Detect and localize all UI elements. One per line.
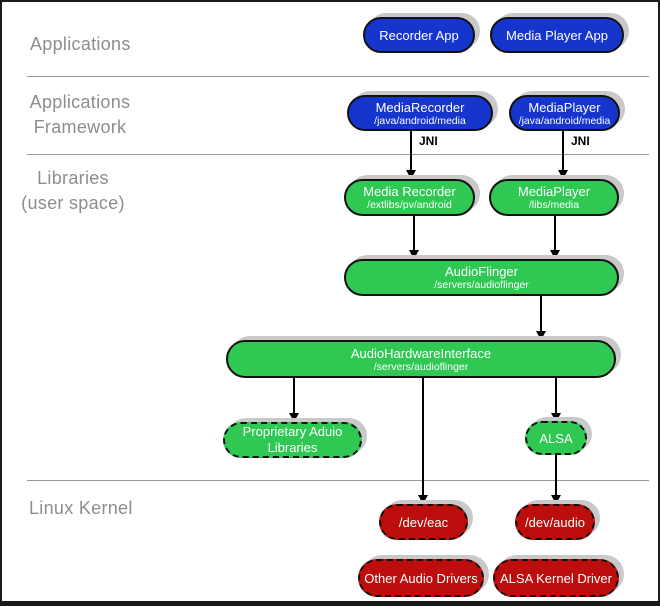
node-mediaplayer-lib: MediaPlayer /libs/media: [489, 179, 619, 216]
layer-label-libraries-line2: (user space): [21, 193, 125, 213]
node-media-recorder-lib-path: /extlibs/pv/android: [367, 199, 452, 211]
node-proprietary-audio-libraries-label: Proprietary Aduio Libraries: [242, 424, 343, 455]
edge-ahi-to-proprietary: [293, 378, 295, 414]
arrow-down-icon: [558, 170, 568, 179]
node-recorder-app-label: Recorder App: [379, 27, 459, 43]
layer-label-applications-framework: Applications Framework: [26, 90, 134, 140]
edge-recorderlib-to-audioflinger: [413, 216, 415, 251]
node-audiohardwareinterface-label: AudioHardwareInterface: [350, 345, 492, 361]
node-dev-audio: /dev/audio: [515, 504, 595, 540]
node-mediaplayer-framework: MediaPlayer /java/android/media: [509, 95, 620, 131]
node-media-recorder-lib: Media Recorder /extlibs/pv/android: [344, 179, 475, 216]
node-alsa-kernel-driver: ALSA Kernel Driver: [493, 559, 619, 597]
node-mediaplayer-framework-label: MediaPlayer: [528, 99, 601, 115]
divider-kernel: [27, 480, 649, 481]
edge-alsa-to-dev-audio: [555, 455, 557, 496]
node-alsa-kernel-driver-label: ALSA Kernel Driver: [500, 570, 612, 586]
edge-playerlib-to-audioflinger: [554, 216, 556, 251]
node-mediaplayer-lib-path: /libs/media: [528, 199, 580, 211]
edge-audioflinger-to-ahi: [540, 296, 542, 332]
node-dev-eac: /dev/eac: [379, 504, 468, 540]
node-audiohardwareinterface-path: /servers/audioflinger: [373, 360, 469, 373]
node-media-recorder-lib-label: Media Recorder: [363, 184, 456, 199]
node-alsa-label: ALSA: [539, 430, 573, 446]
edge-mediarecorder-jni-line: [410, 131, 412, 171]
arrow-down-icon: [551, 413, 561, 422]
node-mediaplayer-framework-path: /java/android/media: [518, 114, 611, 127]
node-mediaplayer-lib-label: MediaPlayer: [517, 184, 591, 199]
layer-label-libraries: Libraries (user space): [18, 166, 128, 216]
arrow-down-icon: [536, 331, 546, 340]
layer-label-framework-line1: Applications: [29, 92, 131, 112]
node-other-audio-drivers: Other Audio Drivers: [358, 559, 484, 597]
layer-label-linux-kernel: Linux Kernel: [29, 498, 133, 518]
node-audioflinger: AudioFlinger /servers/audioflinger: [344, 259, 619, 296]
node-mediarecorder-framework: MediaRecorder /java/android/media: [347, 95, 493, 131]
edge-label-jni-left: JNI: [419, 134, 438, 148]
arrow-down-icon: [289, 413, 299, 422]
divider-framework: [27, 154, 649, 155]
arrow-down-icon: [418, 495, 428, 504]
arrow-down-icon: [550, 250, 560, 259]
node-recorder-app: Recorder App: [363, 17, 475, 53]
arrow-down-icon: [406, 170, 416, 179]
node-dev-eac-label: /dev/eac: [398, 514, 449, 530]
node-audioflinger-label: AudioFlinger: [445, 264, 518, 279]
layer-label-applications: Applications: [30, 34, 131, 54]
edge-mediaplayer-jni-line: [562, 131, 564, 171]
layer-label-libraries-line1: Libraries: [37, 168, 109, 188]
node-media-player-app-label: Media Player App: [506, 27, 608, 43]
node-proprietary-audio-libraries: Proprietary Aduio Libraries: [223, 422, 362, 458]
node-mediarecorder-framework-label: MediaRecorder: [375, 99, 465, 115]
edge-ahi-to-dev-eac: [422, 378, 424, 496]
node-media-player-app: Media Player App: [490, 17, 624, 53]
node-other-audio-drivers-label: Other Audio Drivers: [364, 570, 478, 586]
node-audioflinger-path: /servers/audioflinger: [434, 279, 529, 291]
edge-ahi-to-alsa: [555, 378, 557, 414]
edge-label-jni-right: JNI: [571, 134, 590, 148]
node-alsa: ALSA: [525, 421, 587, 455]
node-audiohardwareinterface: AudioHardwareInterface /servers/audiofli…: [226, 340, 616, 378]
node-dev-audio-label: /dev/audio: [525, 514, 585, 530]
layer-label-framework-line2: Framework: [33, 117, 127, 137]
divider-applications: [27, 76, 649, 77]
node-mediarecorder-framework-path: /java/android/media: [374, 114, 466, 127]
arrow-down-icon: [409, 250, 419, 259]
arrow-down-icon: [551, 495, 561, 504]
